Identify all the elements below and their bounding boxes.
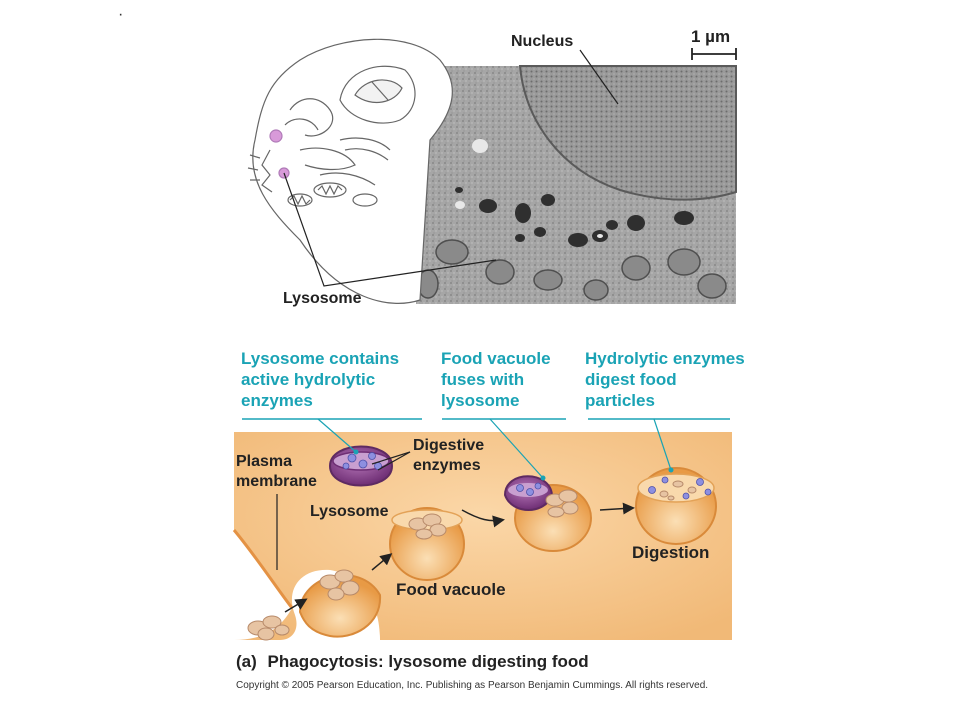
digestion-label: Digestion	[632, 543, 710, 562]
scale-bar-label: 1 µm	[691, 27, 731, 46]
lysosome-diagram-label: Lysosome	[310, 503, 389, 520]
food-vacuole-label: Food vacuole	[396, 580, 506, 599]
figure-caption: (a) Phagocytosis: lysosome digesting foo…	[236, 652, 589, 672]
stray-dot: ·	[118, 6, 124, 23]
micrograph	[416, 65, 737, 304]
phagocytosis-diagram	[232, 418, 732, 641]
step-3-text: Hydrolytic enzymes digest food particles	[585, 349, 745, 410]
scale-bar	[691, 48, 737, 60]
cell-drawing	[247, 38, 453, 304]
caption-panel-label: (a)	[236, 652, 257, 671]
food-vacuole	[389, 507, 465, 581]
copyright-notice: Copyright © 2005 Pearson Education, Inc.…	[236, 680, 709, 691]
nucleus-label: Nucleus	[511, 33, 574, 50]
leader-lines-labels	[276, 451, 411, 570]
cell-illustration	[247, 38, 737, 304]
caption-text: Phagocytosis: lysosome digesting food	[267, 652, 589, 671]
digestion-vacuole	[635, 467, 717, 545]
leader-lines-top	[283, 49, 619, 287]
lysosome-micrograph-label: Lysosome	[283, 290, 362, 307]
plasma-membrane-label: Plasma membrane	[236, 453, 317, 490]
lysosome	[328, 445, 394, 487]
fused-vacuole	[503, 475, 592, 552]
leader-lines-bottom	[317, 418, 672, 479]
phagocytic-cup	[298, 569, 382, 638]
food-particle-outside	[247, 615, 290, 641]
step-2-text: Food vacuole fuses with lysosome	[441, 349, 551, 410]
process-arrows	[284, 502, 635, 613]
digestive-enzymes-label: Digestive enzymes	[413, 437, 485, 474]
step-1-text: Lysosome contains active hydrolytic enzy…	[241, 349, 400, 410]
